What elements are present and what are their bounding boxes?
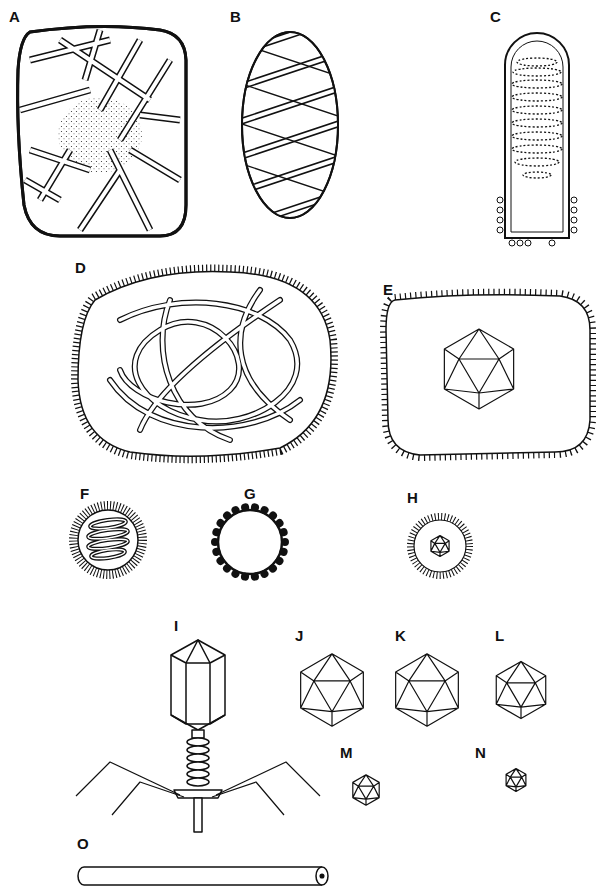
virus-k: [396, 654, 459, 726]
virus-c: [497, 33, 577, 246]
virus-i: [76, 640, 320, 832]
figure-letter: O: [77, 836, 89, 851]
figure-letter: B: [230, 9, 241, 24]
virus-h: [411, 517, 469, 575]
figure-letter: N: [475, 745, 486, 760]
figure-letter: F: [80, 486, 89, 501]
virus-o: [78, 867, 328, 885]
virus-a: [18, 26, 186, 236]
virus-j: [301, 654, 364, 726]
virus-g: [215, 507, 285, 577]
figure-letter: G: [244, 486, 256, 501]
figure-letter: E: [383, 282, 393, 297]
figure-letter: C: [490, 9, 501, 24]
virus-f: [74, 506, 142, 574]
figure-letter: I: [174, 618, 178, 633]
virus-b: [230, 0, 350, 265]
figure-letter: M: [340, 745, 353, 760]
figure-letter: H: [407, 490, 418, 505]
figure-letter: J: [295, 628, 303, 643]
virus-n: [506, 769, 526, 792]
virus-m: [353, 775, 379, 805]
virus-l: [496, 661, 545, 718]
figure-letter: L: [495, 628, 504, 643]
figure-letter: A: [9, 9, 20, 24]
figure-letter: K: [395, 628, 406, 643]
virus-d: [78, 272, 331, 457]
figure-letter: D: [75, 260, 86, 275]
virus-e: [386, 295, 590, 455]
